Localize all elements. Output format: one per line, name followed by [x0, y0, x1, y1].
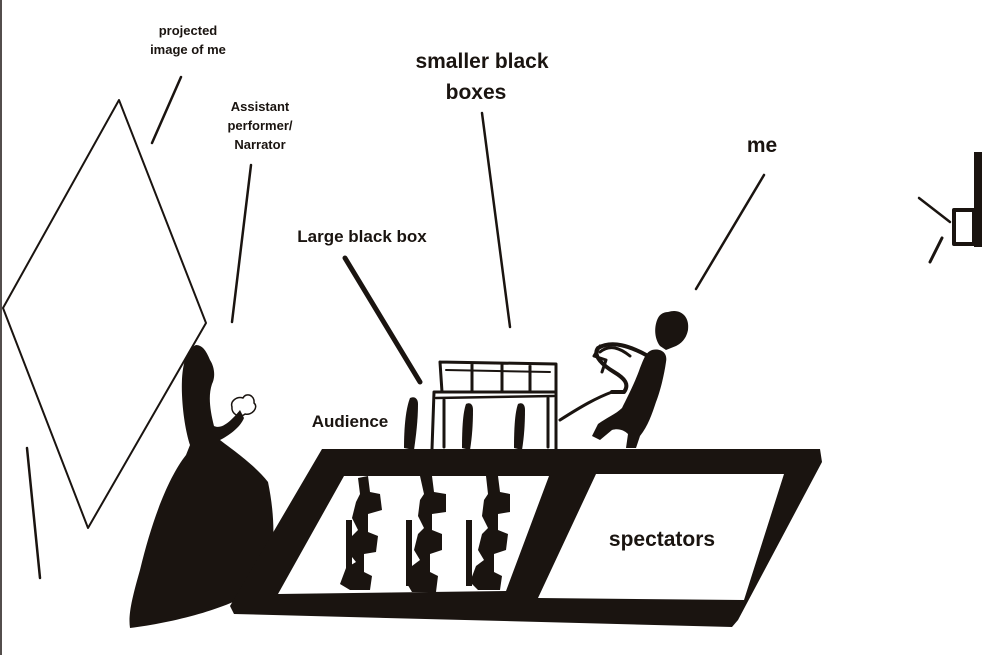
label-spectators: spectators: [609, 528, 715, 551]
pointer-smaller-boxes: [480, 111, 512, 329]
floor-stroke: [25, 446, 42, 580]
svg-text:smaller black: smaller black: [415, 50, 548, 73]
label-projected-image: projected image of me: [150, 23, 226, 57]
smaller-black-boxes: [438, 360, 558, 394]
assistant-performer-figure: [129, 345, 274, 628]
label-audience: Audience: [312, 412, 389, 431]
stage-platform: [230, 449, 822, 627]
svg-text:performer/: performer/: [227, 118, 292, 133]
label-large-black-box: Large black box: [297, 227, 427, 246]
projector-icon: [917, 152, 982, 264]
audience-chairs: [340, 476, 510, 592]
large-black-box: [430, 390, 558, 451]
svg-text:projected: projected: [159, 23, 218, 38]
svg-text:Assistant: Assistant: [231, 99, 290, 114]
label-smaller-black-boxes: smaller black boxes: [415, 50, 548, 104]
me-figure: [558, 310, 689, 448]
projection-screen: [2, 99, 207, 529]
pointer-large-box: [342, 255, 423, 385]
label-me: me: [747, 134, 777, 157]
pointer-me: [694, 173, 766, 291]
svg-text:image of me: image of me: [150, 42, 226, 57]
audience-posts: [404, 397, 525, 450]
label-assistant-performer: Assistant performer/ Narrator: [227, 99, 292, 152]
svg-text:Narrator: Narrator: [234, 137, 285, 152]
pointer-projected: [150, 75, 183, 145]
svg-text:boxes: boxes: [446, 81, 507, 104]
pointer-assistant: [230, 163, 253, 324]
